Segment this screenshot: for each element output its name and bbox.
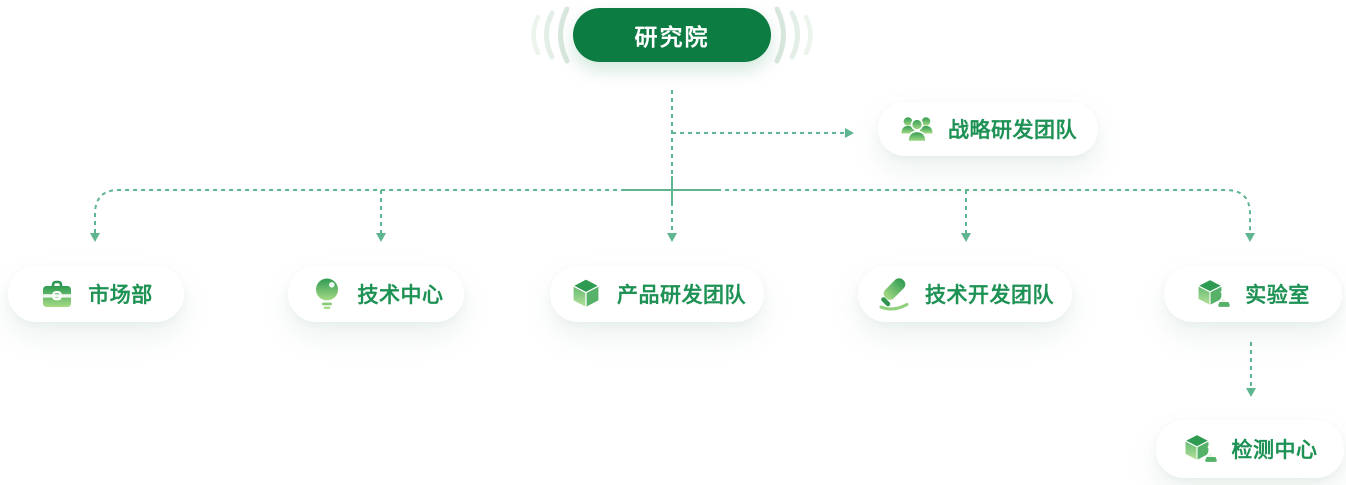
node-label: 检测中心 [1231, 439, 1318, 462]
node-testing-center: 检测中心 [1156, 420, 1344, 478]
team-icon [899, 111, 935, 147]
node-marketing-dept: 市场部 [8, 266, 184, 322]
connector-center-cross [622, 176, 720, 204]
node-label: 实验室 [1245, 284, 1310, 307]
briefcase-icon [39, 276, 75, 312]
stamp-tool-icon [876, 276, 912, 312]
node-label: 产品研发团队 [617, 284, 746, 307]
sound-wave-arcs [531, 6, 813, 64]
node-tech-dev-team: 技术开发团队 [858, 266, 1072, 322]
cube-flask-icon [1183, 431, 1219, 467]
node-strategy-rd-team: 战略研发团队 [878, 102, 1098, 156]
node-label: 战略研发团队 [948, 119, 1077, 142]
lightbulb-icon [309, 276, 345, 312]
node-laboratory: 实验室 [1164, 266, 1342, 322]
node-label: 市场部 [88, 284, 153, 307]
connector-arrowheads [90, 128, 1256, 397]
cube-flask-icon [1196, 276, 1232, 312]
node-label: 技术中心 [357, 284, 444, 307]
node-tech-center: 技术中心 [288, 266, 464, 322]
node-product-rd-team: 产品研发团队 [550, 266, 764, 322]
node-label: 技术开发团队 [925, 284, 1054, 307]
cube-icon [568, 276, 604, 312]
node-label: 研究院 [634, 24, 710, 50]
node-research-institute: 研究院 [573, 8, 771, 62]
